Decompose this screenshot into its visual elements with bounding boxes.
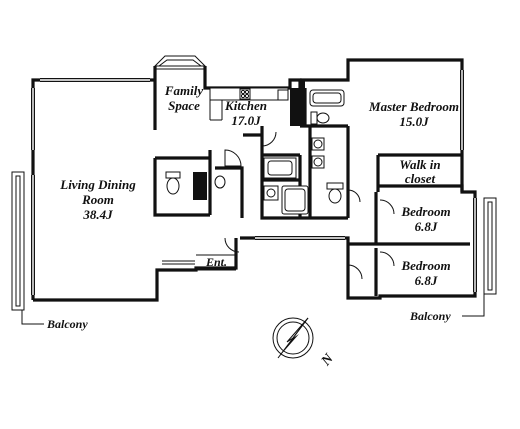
living-dining-label-line1: Living Dining <box>59 177 136 192</box>
balcony-right-label: Balcony <box>409 309 451 323</box>
living-dining-label-line2: Room <box>81 192 114 207</box>
north-label: N <box>318 351 337 370</box>
balcony-right <box>483 197 497 295</box>
balcony-left <box>11 171 25 311</box>
windows <box>31 70 477 295</box>
doors <box>224 131 395 280</box>
fixtures <box>165 89 345 215</box>
entrance-step <box>196 254 236 271</box>
family-space-label-line1: Family <box>164 83 204 98</box>
master-bedroom-label-line2: 15.0J <box>399 114 429 129</box>
kitchen-label-line1: Kitchen <box>224 98 267 113</box>
living-dining-label-line3: 38.4J <box>82 207 113 222</box>
family-space-label-line2: Space <box>168 98 200 113</box>
kitchen-counter <box>209 87 289 121</box>
bay-window <box>154 55 206 70</box>
bedroom-2-label-line1: Bedroom <box>400 258 450 273</box>
bedroom-2-label-line2: 6.8J <box>415 273 438 288</box>
interior-walls <box>153 88 470 296</box>
compass-icon <box>272 317 314 359</box>
walk-in-closet-label-line2: closet <box>405 171 436 186</box>
pillars <box>193 80 305 200</box>
bedroom-1-label-line1: Bedroom <box>400 204 450 219</box>
master-bedroom-label-line1: Master Bedroom <box>368 99 459 114</box>
entrance-label: Ent. <box>205 255 227 269</box>
balcony-left-label: Balcony <box>46 317 88 331</box>
walk-in-closet-label-line1: Walk in <box>399 157 440 172</box>
bedroom-1-label-line2: 6.8J <box>415 219 438 234</box>
kitchen-label-line2: 17.0J <box>231 113 261 128</box>
